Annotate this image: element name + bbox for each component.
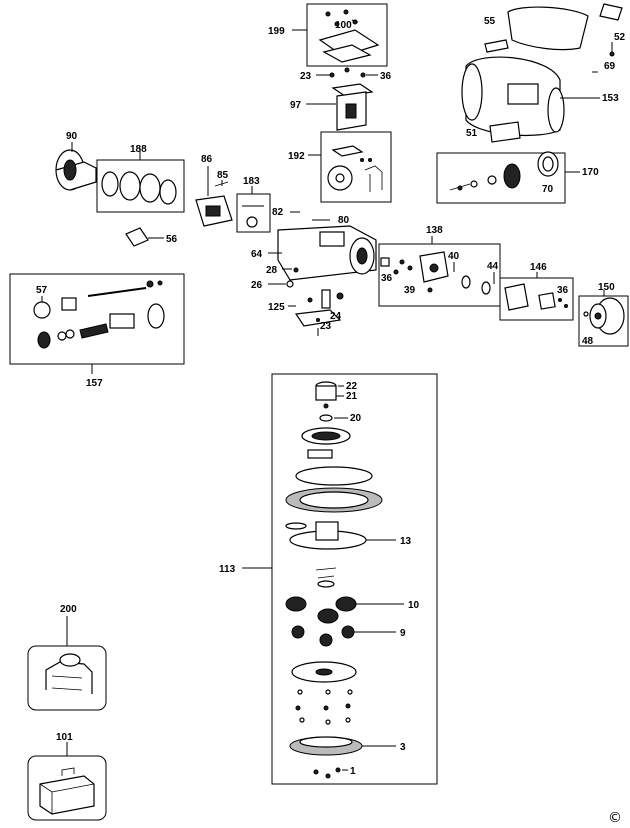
callout-1: 1 [350,766,356,777]
group-113 [242,373,438,785]
callout-56: 56 [166,234,178,245]
group-125 [288,289,344,336]
callout-36-top: 36 [380,71,392,82]
callout-3: 3 [400,742,406,753]
part-153-top-housing [461,3,623,143]
callout-100: 100 [335,20,352,31]
callout-48: 48 [582,336,594,347]
group-138 [378,236,501,307]
callout-10: 10 [408,600,420,611]
callout-44: 44 [487,261,499,272]
callout-199: 199 [268,26,285,37]
callout-40: 40 [448,251,460,262]
part-56-cap [125,227,164,247]
callout-82: 82 [272,207,284,218]
callout-86: 86 [201,154,213,165]
callout-20: 20 [350,413,362,424]
callout-157: 157 [86,378,103,389]
callout-69: 69 [604,61,616,72]
callout-36-right: 36 [557,285,569,296]
callout-55: 55 [484,16,496,27]
callout-23-top: 23 [300,71,312,82]
callout-13: 13 [400,536,412,547]
callout-150: 150 [598,282,615,293]
main-instrument-body [268,211,377,281]
callout-170: 170 [582,167,599,178]
callout-101: 101 [56,732,73,743]
callout-188: 188 [130,144,147,155]
part-200-bracket [27,616,107,711]
group-192 [308,131,392,203]
group-199 [292,3,388,67]
part-97-sight-housing [306,67,378,131]
callout-51: 51 [466,128,478,139]
group-157 [9,273,185,374]
callout-85: 85 [217,170,229,181]
callout-9: 9 [400,628,406,639]
group-150 [578,290,629,347]
callout-192: 192 [288,151,305,162]
callout-200: 200 [60,604,77,615]
callout-52: 52 [614,32,626,43]
callout-183: 183 [243,176,260,187]
part-101-case [27,742,107,821]
callout-138: 138 [426,225,443,236]
group-170 [436,151,580,204]
callout-64: 64 [251,249,263,260]
callout-26: 26 [251,280,263,291]
callout-113: 113 [219,564,236,575]
callout-22: 22 [346,381,358,392]
part-86-eyepiece [195,166,233,227]
callout-125: 125 [268,302,285,313]
callout-146: 146 [530,262,547,273]
callout-24: 24 [330,311,342,322]
group-146 [499,272,574,321]
callout-80: 80 [338,215,350,226]
callout-21: 21 [346,391,358,402]
callout-28: 28 [266,265,278,276]
group-183 [236,186,271,233]
callout-36-mid: 36 [381,273,393,284]
callout-70: 70 [542,184,554,195]
callout-39: 39 [404,285,416,296]
copyright-mark: © [608,810,622,826]
callout-90: 90 [66,131,78,142]
callout-23-mid: 23 [320,321,332,332]
callout-97: 97 [290,100,302,111]
callout-57: 57 [36,285,48,296]
parts-28-26 [268,267,299,288]
part-90-lens-ring [55,142,97,191]
callout-153: 153 [602,93,619,104]
group-188 [96,148,185,213]
